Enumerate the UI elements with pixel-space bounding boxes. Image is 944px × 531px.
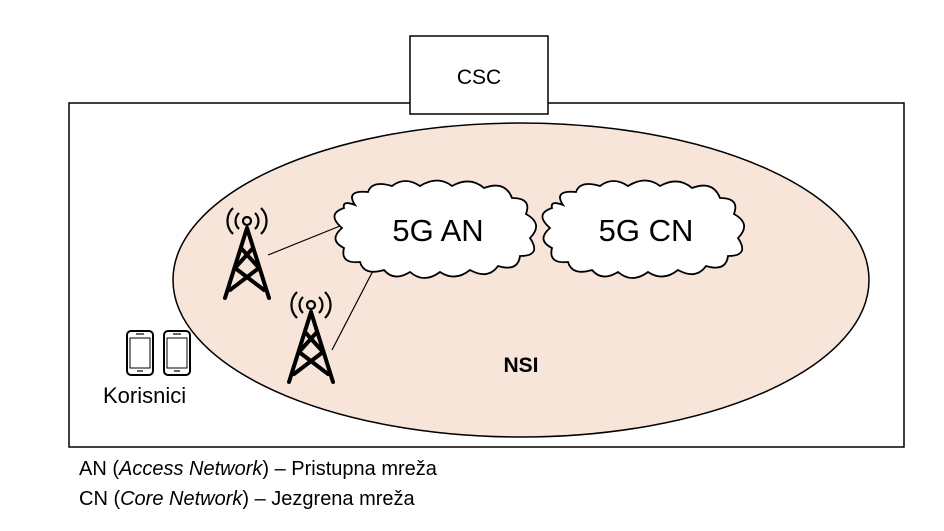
legend-abbr: AN — [79, 458, 107, 480]
legend-term: Core Network — [120, 488, 243, 510]
legend-an: AN (Access Network) – Pristupna mreža — [79, 458, 437, 480]
an-cloud-label: 5G AN — [392, 213, 483, 248]
smartphone-icon — [163, 330, 191, 376]
csc-box — [409, 35, 549, 115]
cell-tower-icon — [287, 291, 335, 384]
users-label: Korisnici — [103, 383, 186, 408]
csc-label: CSC — [457, 66, 501, 89]
legend-meaning: Pristupna mreža — [291, 458, 437, 480]
legend-abbr: CN — [79, 488, 108, 510]
legend-cn: CN (Core Network) – Jezgrena mreža — [79, 488, 415, 510]
cn-cloud-label: 5G CN — [599, 213, 694, 248]
link-tower1-an — [267, 225, 341, 256]
cn-cloud: 5G CN — [541, 179, 745, 279]
legend-meaning: Jezgrena mreža — [271, 488, 415, 510]
an-cloud: 5G AN — [333, 179, 537, 279]
cell-tower-icon — [223, 207, 271, 300]
nsi-label: NSI — [503, 354, 538, 377]
legend-term: Access Network — [119, 458, 263, 480]
smartphone-icon — [126, 330, 154, 376]
link-tower2-an — [331, 264, 377, 351]
nsi-ellipse — [172, 122, 870, 438]
